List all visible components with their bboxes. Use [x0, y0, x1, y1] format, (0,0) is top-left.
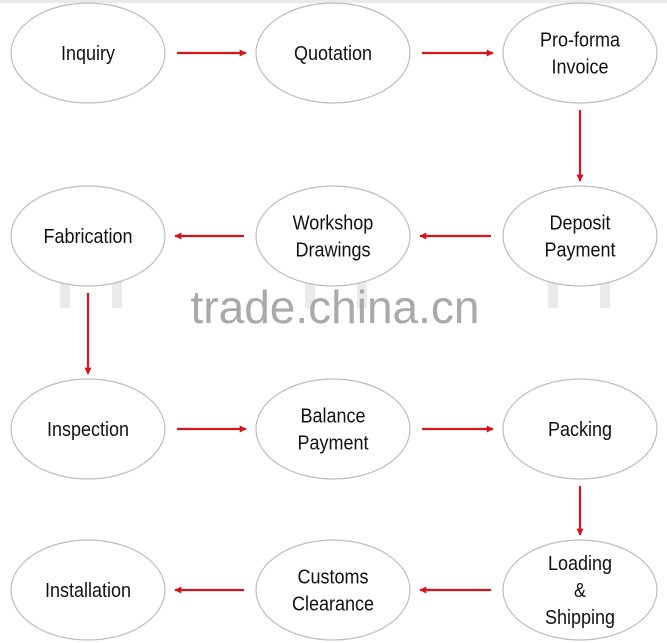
node-inquiry: Inquiry	[10, 2, 166, 104]
node-quotation: Quotation	[255, 2, 411, 104]
node-ellipse	[255, 2, 411, 104]
watermark-blur-mark	[305, 280, 315, 308]
node-label: Inspection	[47, 419, 129, 441]
node-label: Invoice	[551, 57, 608, 79]
node-fabrication: Fabrication	[10, 185, 166, 287]
node-label: Customs	[298, 567, 369, 589]
node-label: Quotation	[294, 43, 372, 65]
node-installation: Installation	[10, 539, 166, 641]
node-label: Pro-forma	[540, 30, 620, 52]
node-label: Shipping	[545, 607, 615, 629]
node-label: Drawings	[296, 240, 371, 262]
node-ellipse	[255, 185, 411, 287]
node-label: Payment	[545, 240, 617, 262]
node-ellipse	[502, 378, 658, 480]
node-label: Packing	[548, 419, 612, 441]
node-label: &	[574, 580, 586, 602]
node-label: Loading	[548, 553, 612, 575]
node-loading-shipping: Loading & Shipping	[502, 539, 658, 641]
node-inspection: Inspection	[10, 378, 166, 480]
node-ellipse	[10, 185, 166, 287]
node-label: Installation	[45, 580, 131, 602]
node-ellipse	[502, 185, 658, 287]
watermark-blur-mark	[600, 280, 610, 308]
node-label: Deposit	[550, 213, 612, 235]
node-label: Clearance	[292, 594, 374, 616]
node-ellipse	[10, 2, 166, 104]
node-ellipse	[255, 378, 411, 480]
node-label: Workshop	[293, 213, 374, 235]
node-ellipse	[502, 2, 658, 104]
watermark-blur-mark	[112, 280, 122, 308]
watermark-shadow-group	[60, 280, 610, 308]
edges-group	[84, 49, 584, 594]
watermark-blur-mark	[60, 280, 70, 308]
node-label: Fabrication	[43, 226, 132, 248]
node-label: Payment	[298, 433, 370, 455]
node-packing: Packing	[502, 378, 658, 480]
watermark-text: trade.china.cn	[191, 281, 480, 333]
node-ellipse	[10, 539, 166, 641]
node-ellipse	[502, 539, 658, 641]
node-ellipse	[255, 539, 411, 641]
top-border	[0, 0, 667, 3]
node-ellipse	[10, 378, 166, 480]
watermark-blur-mark	[548, 280, 558, 308]
node-label: Inquiry	[61, 43, 115, 65]
watermark-blur-mark	[357, 280, 367, 308]
node-label: Balance	[300, 406, 365, 428]
